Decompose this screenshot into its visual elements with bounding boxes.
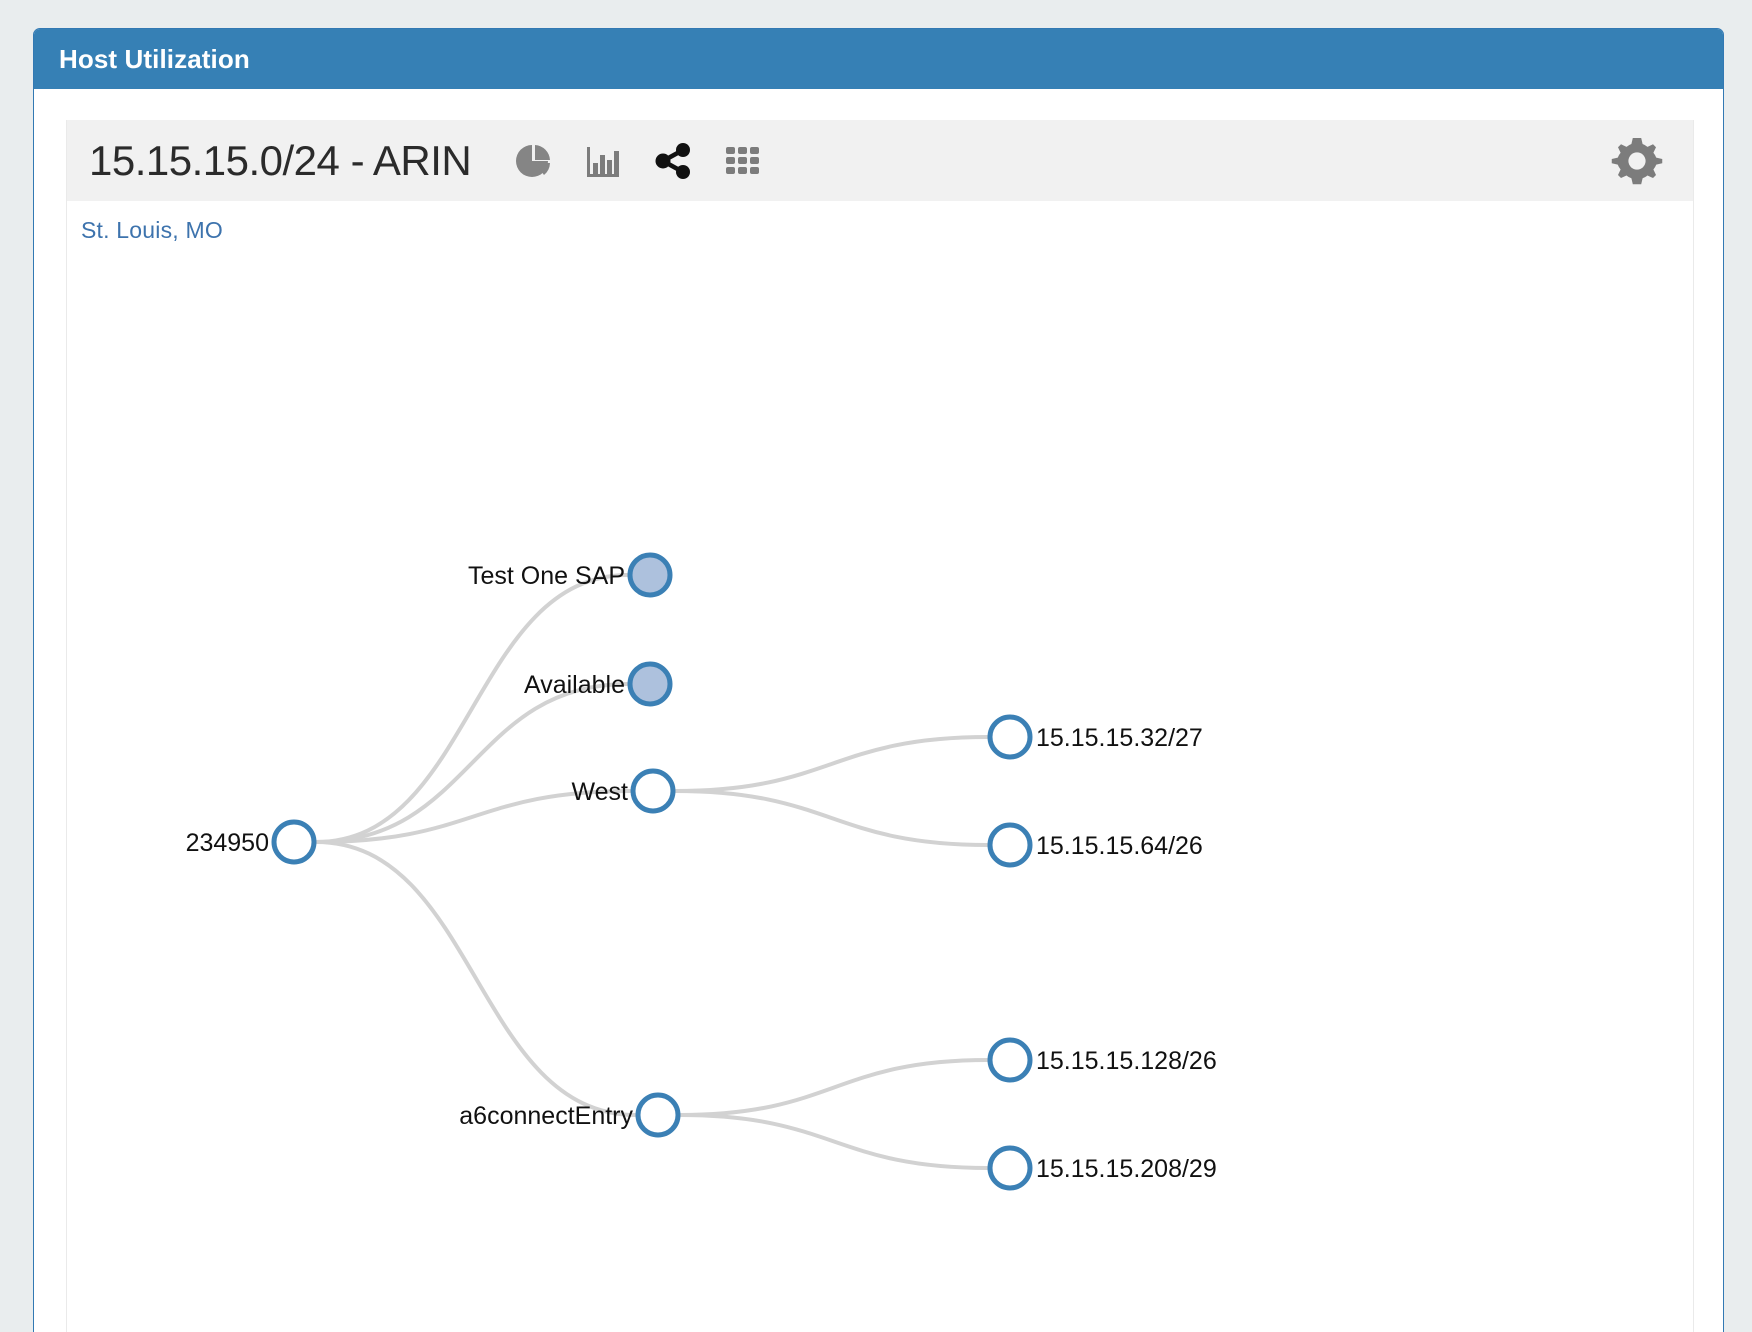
page-title: 15.15.15.0/24 - ARIN	[89, 136, 472, 184]
host-utilization-panel: Host Utilization 15.15.15.0/24 - ARIN	[33, 28, 1724, 1332]
node-label: 15.15.15.208/29	[1036, 1155, 1217, 1183]
tree-link	[315, 573, 629, 844]
tree-node[interactable]: 234950	[186, 819, 317, 865]
tree-link	[315, 682, 629, 844]
tree-link	[679, 1058, 989, 1117]
node-circle[interactable]	[987, 1037, 1033, 1083]
share-icon[interactable]	[653, 141, 693, 181]
bar-chart-icon[interactable]	[583, 141, 623, 181]
node-label: 15.15.15.32/27	[1036, 724, 1203, 752]
node-label: Available	[524, 671, 625, 699]
node-label: 15.15.15.128/26	[1036, 1047, 1217, 1075]
tree-link	[679, 1113, 989, 1170]
node-circle[interactable]	[627, 661, 673, 707]
node-circle[interactable]	[987, 714, 1033, 760]
node-label: West	[572, 778, 629, 806]
tree-node[interactable]: 15.15.15.32/27	[987, 714, 1203, 760]
grid-icon[interactable]	[723, 141, 763, 181]
tree-node[interactable]: Available	[524, 661, 673, 707]
view-mode-icons	[513, 141, 763, 181]
panel-title: Host Utilization	[59, 43, 250, 74]
tree-node[interactable]: West	[572, 768, 676, 814]
prefix-card: 15.15.15.0/24 - ARIN	[66, 120, 1694, 1332]
card-header: 15.15.15.0/24 - ARIN	[67, 120, 1693, 201]
tree-node[interactable]: 15.15.15.64/26	[987, 822, 1203, 868]
tree-node[interactable]: a6connectEntry	[459, 1092, 681, 1138]
tree-link	[674, 789, 989, 847]
tree-link	[315, 789, 632, 844]
node-label: Test One SAP	[468, 562, 625, 590]
tree-node[interactable]: 15.15.15.208/29	[987, 1145, 1217, 1191]
node-label: 234950	[186, 829, 269, 857]
node-circle[interactable]	[271, 819, 317, 865]
tree-node[interactable]: Test One SAP	[468, 552, 673, 598]
gear-icon[interactable]	[1611, 135, 1663, 187]
panel-header: Host Utilization	[34, 29, 1723, 89]
node-circle[interactable]	[987, 1145, 1033, 1191]
location-subtitle: St. Louis, MO	[81, 217, 223, 243]
node-circle[interactable]	[630, 768, 676, 814]
node-label: 15.15.15.64/26	[1036, 832, 1203, 860]
node-circle[interactable]	[635, 1092, 681, 1138]
pie-chart-icon[interactable]	[513, 141, 553, 181]
tree-node[interactable]: 15.15.15.128/26	[987, 1037, 1217, 1083]
node-label: a6connectEntry	[459, 1102, 633, 1130]
tree-links	[315, 573, 989, 1170]
node-circle[interactable]	[987, 822, 1033, 868]
node-circle[interactable]	[627, 552, 673, 598]
tree-link	[315, 840, 637, 1117]
tree-link	[674, 735, 989, 793]
